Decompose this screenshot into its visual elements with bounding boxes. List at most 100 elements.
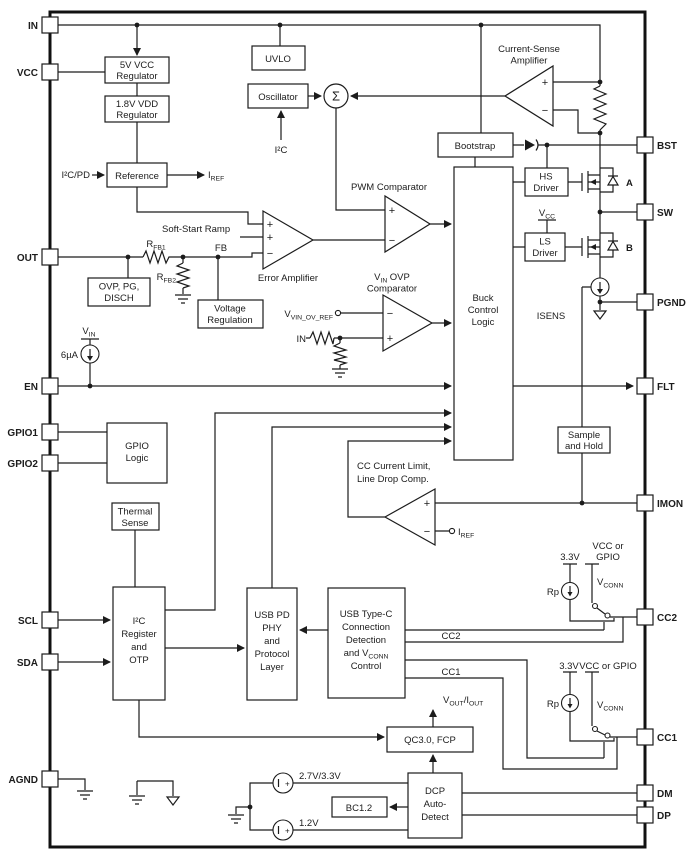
block-dcp-auto-detect: DCP Auto- Detect [407,772,463,839]
bias-current-source [80,344,100,364]
svg-text:and VCONN: and VCONN [344,648,389,661]
svg-text:DISCH: DISCH [104,293,134,304]
iref-label: IREF [458,527,474,540]
pin-sda: SDA [17,653,59,671]
block-gpio-logic: GPIO Logic [106,422,168,484]
svg-text:−: − [267,248,273,260]
svg-text:Protocol: Protocol [255,649,290,660]
svg-text:PHY: PHY [262,623,282,634]
svg-text:Voltage: Voltage [214,304,246,315]
rfb2-label: RFB2 [157,272,177,285]
vout-iout-label: VOUT/IOUT [443,695,483,708]
svg-text:Thermal: Thermal [118,507,153,518]
plus-sign: + [285,827,290,836]
ground-open-icon [592,310,608,320]
fet-a-label: A [626,178,633,189]
pin-vcc: VCC [17,63,59,81]
block-18v-vdd-regulator: 1.8V VDD Regulator [104,95,170,123]
vconn-label: VCONN [597,700,623,713]
svg-text:Detection: Detection [346,635,386,646]
wire [58,24,601,238]
svg-text:IMON: IMON [657,499,683,510]
svg-text:Sense: Sense [122,518,149,529]
i2c-label: I²C [275,145,288,156]
cs-amp-label: Current-Sense [498,44,560,55]
vref-ov-label: VVIN_OV_REF [284,309,333,322]
cc-limit-label: Line Drop Comp. [357,474,429,485]
ground-symbol [228,814,244,824]
v33-label: 3.3V [559,661,579,672]
block-buck-control-logic: Buck Control Logic [453,166,514,461]
pin-dm: DM [636,784,673,802]
mosfet-b [581,228,620,262]
svg-text:+: + [424,498,430,510]
pin-gpio2: GPIO2 [7,454,59,472]
svg-text:+: + [267,232,273,244]
svg-text:Buck: Buck [472,293,493,304]
svg-text:5V VCC: 5V VCC [120,60,154,71]
vcc-label: VCC [539,208,555,221]
vin-label: VIN [82,326,95,339]
block-usb-pd-phy: USB PD PHY and Protocol Layer [246,587,298,701]
wire-arrow [347,437,452,518]
block-5v-vcc-regulator: 5V VCC Regulator [104,56,170,84]
pin-scl: SCL [18,611,59,629]
pin-gpio1: GPIO1 [7,423,59,441]
svg-text:FLT: FLT [657,382,675,393]
svg-text:SW: SW [657,208,674,219]
pins-right: BST SW PGND FLT IMON CC2 CC1 DM DP [636,136,686,824]
svg-text:GPIO: GPIO [125,441,149,452]
block-usb-type-c: USB Type-C Connection Detection and VCON… [327,587,406,699]
pin-cc2: CC2 [636,608,677,626]
svg-text:and: and [131,642,147,653]
voltage-source-12: + [272,819,294,841]
svg-text:USB Type-C: USB Type-C [340,609,393,620]
cs-amp-label: Amplifier [511,56,548,67]
error-amplifier: + + − [262,209,315,271]
block-i2c-register-otp: I²C Register and OTP [112,586,166,701]
fb-label: FB [215,243,227,254]
block-reference: Reference [106,162,168,188]
junctions [87,22,603,810]
svg-text:Driver: Driver [532,248,557,259]
pin-flt: FLT [636,377,675,395]
cc2-net-label: CC2 [441,631,460,642]
svg-text:1.8V VDD: 1.8V VDD [116,99,158,110]
plus-sign: + [285,780,290,789]
svg-text:VCC: VCC [17,68,38,79]
svg-text:Control: Control [351,661,382,672]
vin-ovp-comparator: − + [382,293,434,353]
wire-arrow [138,700,385,741]
svg-text:GPIO2: GPIO2 [7,459,38,470]
vcc-or-gpio-label: VCC or [592,541,623,552]
ground-symbol [175,294,191,304]
wire [405,563,637,770]
pin-pgnd: PGND [636,293,686,311]
svg-text:QC3.0, FCP: QC3.0, FCP [404,735,456,746]
block-bc12: BC1.2 [331,796,388,818]
pin-agnd: AGND [9,770,59,788]
wire [58,312,383,587]
svg-text:OTP: OTP [129,655,149,666]
svg-text:Driver: Driver [533,183,558,194]
block-thermal-sense: Thermal Sense [111,502,160,531]
block-hs-driver: HS Driver [524,167,569,197]
svg-text:CC2: CC2 [657,613,677,624]
block-qc30-fcp: QC3.0, FCP [386,726,474,753]
pin-cc1: CC1 [636,728,677,746]
svg-text:+: + [542,77,548,89]
svg-text:OUT: OUT [17,253,38,264]
wire-arrow [165,409,452,611]
svg-text:Layer: Layer [260,662,284,673]
cc-current-limit-amplifier: + − [383,487,436,547]
svg-text:USB PD: USB PD [254,610,290,621]
svg-text:Logic: Logic [126,453,149,464]
svg-text:+: + [387,333,393,345]
voltage-source-27-33: + [272,772,294,794]
fet-b-label: B [626,243,633,254]
svg-text:AGND: AGND [9,775,38,786]
resistor-rfb2 [175,262,191,289]
